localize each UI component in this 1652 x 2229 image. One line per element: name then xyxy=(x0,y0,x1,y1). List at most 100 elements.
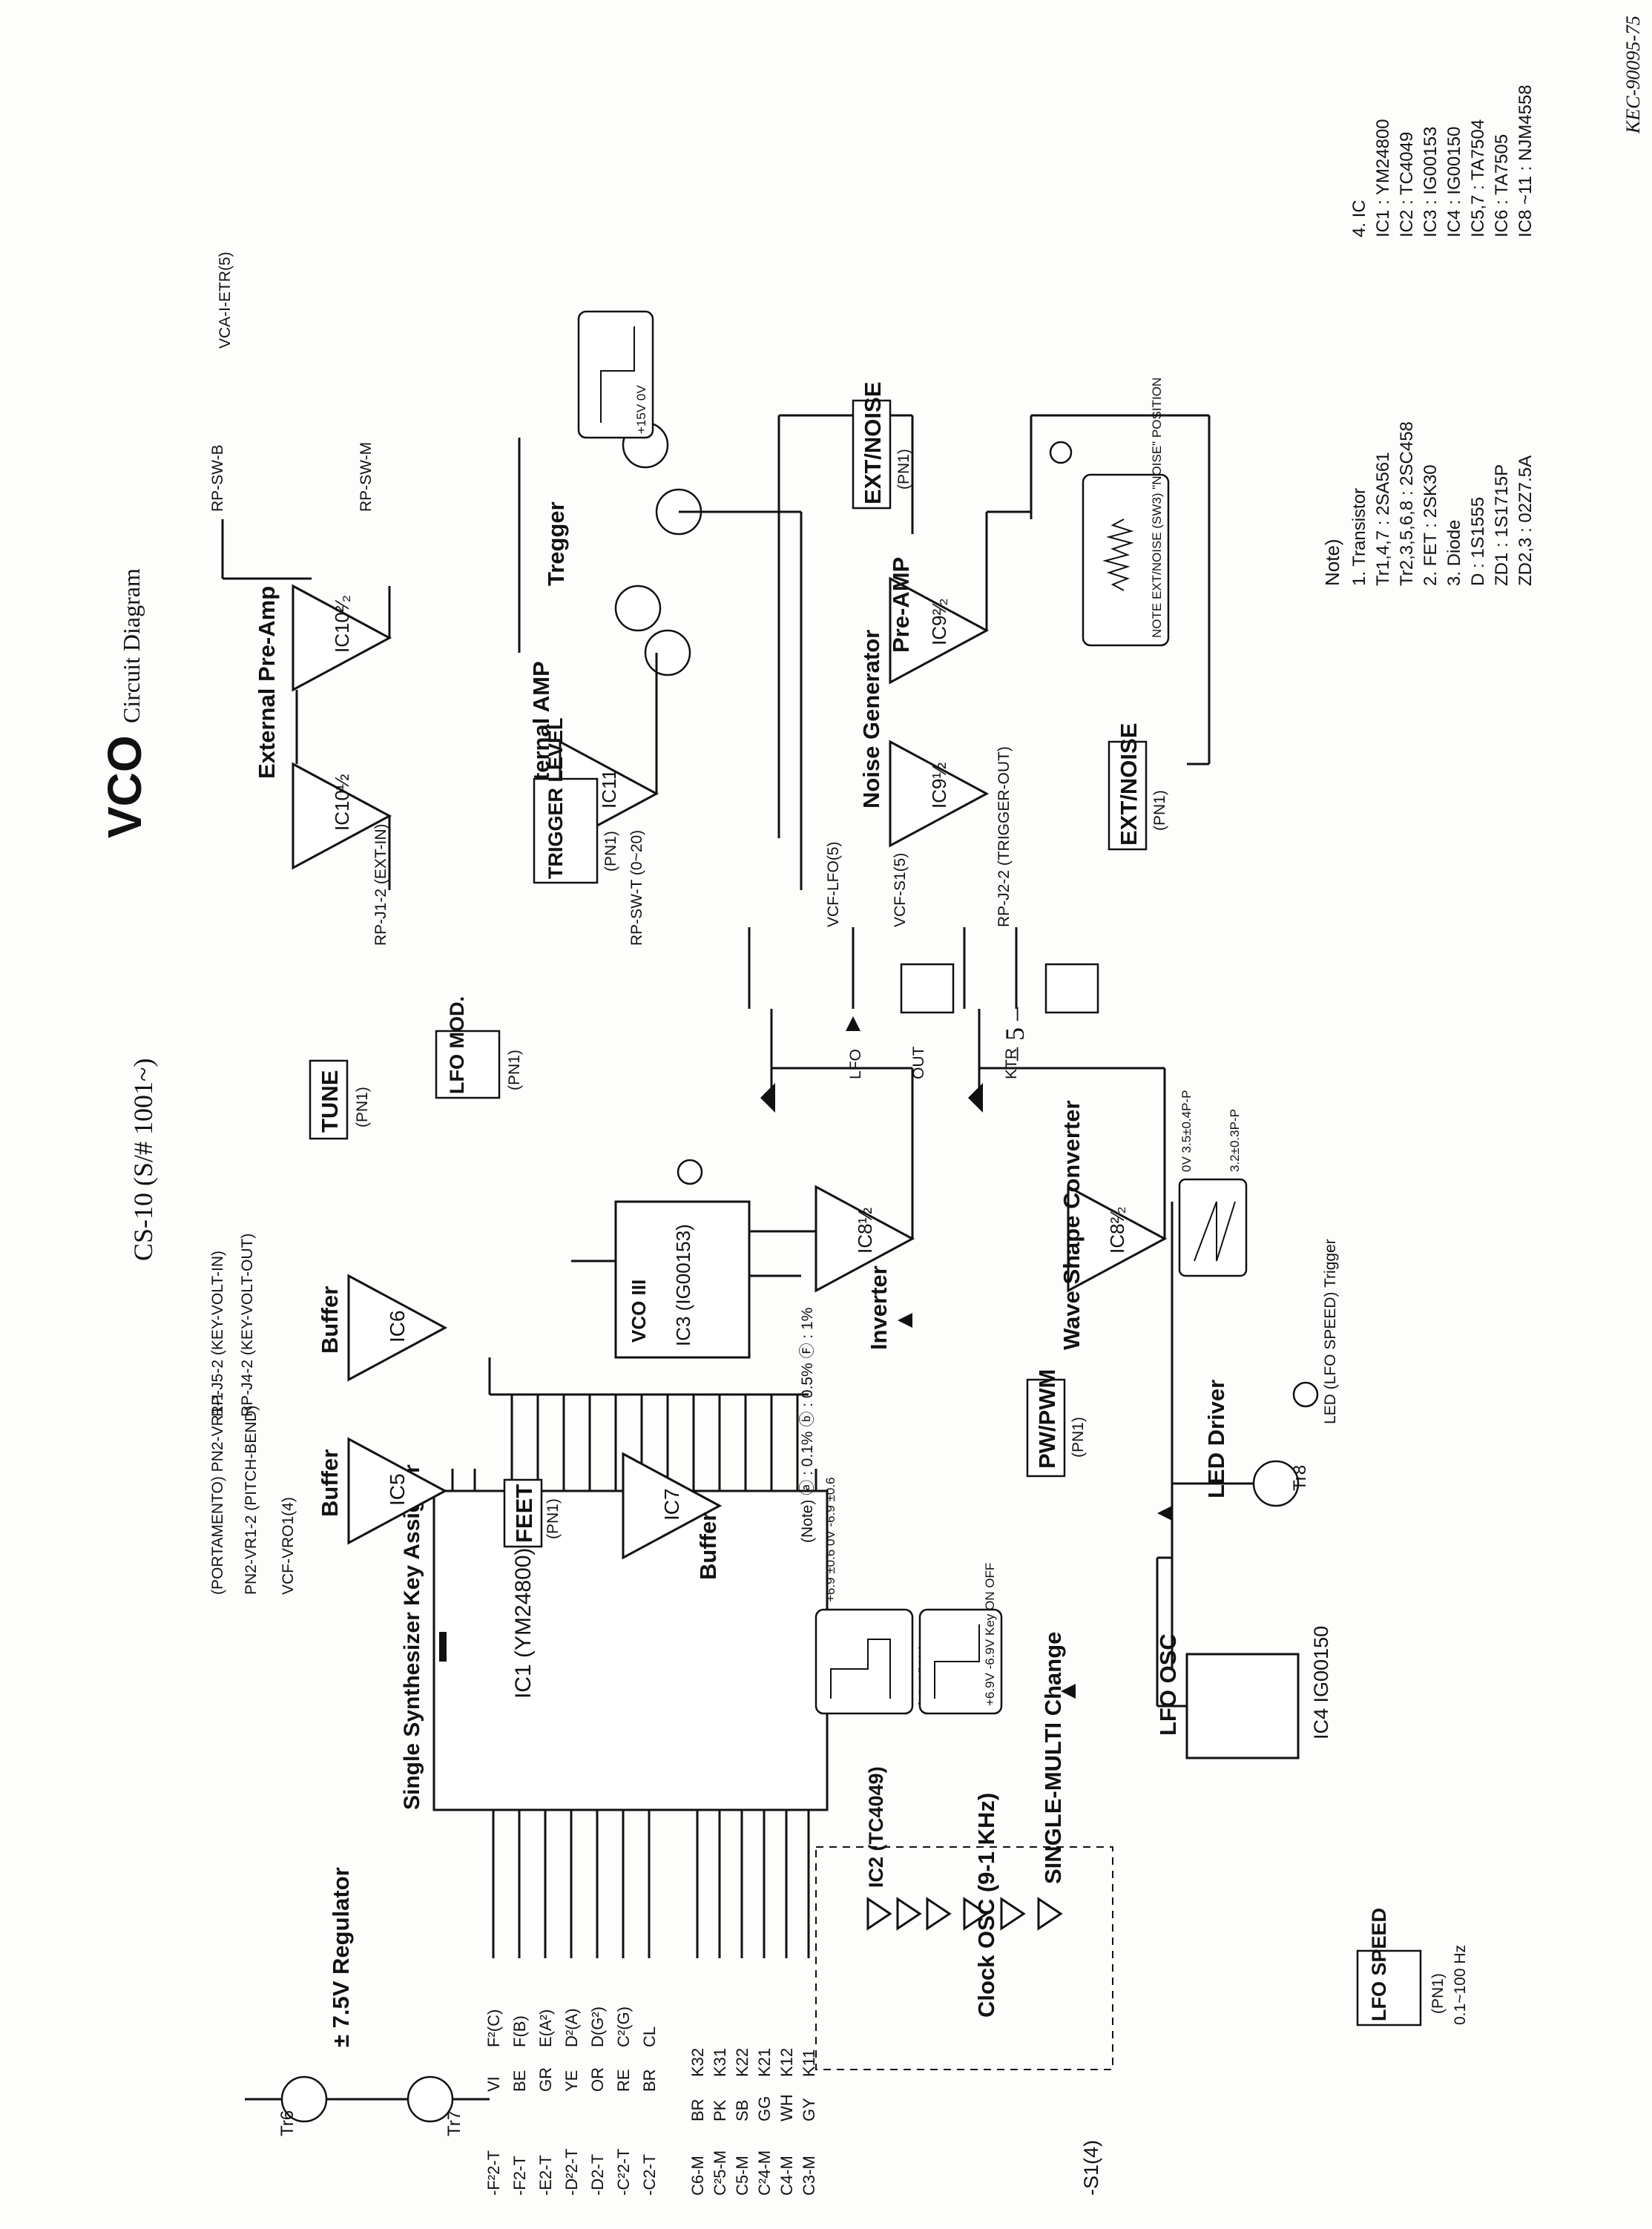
buffer-label-3: Buffer xyxy=(695,1512,721,1580)
tp4-waveform-label: 0V 3.5±0.4P-P xyxy=(1179,1090,1194,1172)
panel-ext-noise-top: EXT/NOISE (PN1) xyxy=(852,382,912,510)
connector-rp-sw-b: RP-SW-B xyxy=(209,444,226,512)
panel-lfo-speed: LFO SPEED (PN1) 0.1~100 Hz xyxy=(1356,1908,1469,2026)
connector-pitch-bend: PN2-VR1-2 (PITCH-BEND) xyxy=(243,1405,260,1595)
clock-osc-label: Clock OSC (9-1 KHz) xyxy=(973,1793,999,2018)
lfo-mod-panel-label: LFO MOD. xyxy=(446,996,468,1094)
led-driver-section: Tr8 LED Driver LED (LFO SPEED) Trigger xyxy=(1171,1239,1339,1507)
buffer-ic7: IC7 Buffer xyxy=(622,1452,723,1580)
panel-pw-pwm: PW/PWM (PN1) xyxy=(1026,1369,1087,1478)
regulator-section: ± 7.5V Regulator Tr6 Tr7 xyxy=(245,1867,490,2136)
key-connector-label: -D²2-T xyxy=(562,2148,581,2196)
ext-noise-panel-sub-2: (PN1) xyxy=(1151,790,1168,831)
page-title: VCO xyxy=(98,735,151,838)
key-pin-label: E(A²) xyxy=(536,2009,555,2047)
connector-key-volt-in: RP-J5-2 (KEY-VOLT-IN) xyxy=(209,1251,226,1417)
lfo-speed-range: 0.1~100 Hz xyxy=(1452,1945,1469,2025)
connector-key-volt-out: RP-J4-2 (KEY-VOLT-OUT) xyxy=(239,1234,256,1417)
connector-ext-in: RP-J1-2 (EXT-IN) xyxy=(372,823,389,946)
svg-text:IC10²⁄₂: IC10²⁄₂ xyxy=(331,595,353,653)
ext-noise-panel-label-2: EXT/NOISE xyxy=(1116,723,1142,846)
ic2-label: IC2 (TC4049) xyxy=(865,1766,887,1888)
connector-trigger-out: RP-J2-2 (TRIGGER-OUT) xyxy=(996,746,1013,927)
connector-out: OUT xyxy=(910,1047,927,1080)
ext-preamp-label: External Pre-Amp xyxy=(254,586,280,779)
connector-ktr: KTR xyxy=(1003,1048,1020,1079)
pw-pwm-panel-sub: (PN1) xyxy=(1070,1417,1087,1458)
doc-code: KEC-90095-75 xyxy=(1622,16,1644,134)
trigger-waveform-box: +15V 0V xyxy=(518,310,654,653)
panel-feet: FEET (PN1) xyxy=(503,1478,562,1548)
key-wire-color: PK xyxy=(711,2099,729,2121)
notes-line: Tr2,3,5,6,8 : 2SC458 xyxy=(1397,421,1417,586)
model-title: CS-10 (S/# 1001~) xyxy=(128,1058,158,1262)
single-multi-label: SINGLE-MULTI Change xyxy=(1040,1632,1066,1884)
feet-note: (Note) ⓐ : 0.1% ⓑ : 0.5% Ⓕ : 1% xyxy=(799,1308,816,1543)
key-pin-label: K32 xyxy=(688,2048,707,2077)
ic3-vco: VCO III IC3 (IG00153) xyxy=(571,1159,816,1359)
key-pin-label: K31 xyxy=(711,2048,729,2077)
notes-line: D : 1S1555 xyxy=(1468,497,1488,586)
key-wire-color: VI xyxy=(484,2076,503,2092)
tp4-waveform: 0V 3.5±0.4P-P 3.2±0.3P-P xyxy=(1178,1090,1248,1277)
lfo-speed-panel-label: LFO SPEED xyxy=(1368,1908,1390,2021)
notes-line: IC6 : TA7505 xyxy=(1492,134,1512,237)
svg-text:IC8²⁄₂: IC8²⁄₂ xyxy=(1106,1206,1128,1254)
key-assigner-label: Single Synthesizer Key Assigner xyxy=(400,1464,424,1810)
connector-vcf-vro: VCF-VRO1(4) xyxy=(280,1497,297,1595)
noise-generator-section: IC9½ Noise Generator IC9²⁄₂ Pre-AMP xyxy=(777,414,1031,848)
lfo-speed-panel-sub: (PN1) xyxy=(1429,1973,1447,2014)
ic2-clock-osc: Clock OSC (9-1 KHz) IC2 (TC4049) SINGLE-… xyxy=(815,1632,1113,2070)
notes-line: IC3 : IG00153 xyxy=(1421,127,1441,237)
svg-text:Tr7: Tr7 xyxy=(444,2110,464,2136)
lfo-osc-label: LFO OSC xyxy=(1155,1633,1181,1736)
regulator-label: ± 7.5V Regulator xyxy=(328,1867,354,2047)
key-pin-label: K11 xyxy=(800,2049,818,2077)
key-wire-color: SB xyxy=(733,2100,751,2121)
key-connector-label: C3-M xyxy=(800,2156,818,2196)
vco-output-lines xyxy=(748,927,1166,1239)
connector-portamento: (PORTAMENTO) PN2-VR1-1 xyxy=(209,1392,226,1595)
ic3-label: IC3 (IG00153) xyxy=(672,1224,694,1346)
ext-noise-panel-sub-1: (PN1) xyxy=(895,449,912,490)
key-pin-label: F(B) xyxy=(510,2015,529,2047)
key-wire-color: BR xyxy=(640,2069,659,2092)
key-connectors-left: -F²2-TVIF²(C)-F2-TBEF(B)-E2-TGRE(A²)-D²2… xyxy=(484,2006,659,2196)
svg-text:IC9½: IC9½ xyxy=(928,763,950,809)
key-wire-color: BR xyxy=(688,2098,707,2121)
key-connector-label: -C2-T xyxy=(640,2154,659,2196)
feet-panel-label: FEET xyxy=(511,1484,537,1543)
trigger-level-panel-label: TRIGGER LEVEL xyxy=(544,717,567,879)
svg-text:IC11: IC11 xyxy=(598,769,620,809)
connector-s1: -S1(4) xyxy=(1080,2140,1102,2196)
notes-heading: Note) xyxy=(1321,539,1343,586)
notes-line: IC8 ~11 : NJM4558 xyxy=(1516,85,1536,237)
svg-text:IC9²⁄₂: IC9²⁄₂ xyxy=(928,598,950,645)
notes-line: 2. FET : 2SK30 xyxy=(1421,464,1441,586)
tp9-waveform-label: +6.9 ±0.6 0V -6.9 ±0.6 xyxy=(823,1478,837,1602)
svg-text:IC7: IC7 xyxy=(660,1488,683,1521)
ext-preamp-section: IC10½ IC10²⁄₂ External Pre-Amp xyxy=(221,519,392,890)
svg-text:IC6: IC6 xyxy=(386,1310,409,1343)
buffer-label-2: Buffer xyxy=(317,1286,343,1354)
key-on-waveform-label: +6.9V -6.9V Key ON OFF xyxy=(983,1563,997,1706)
notes-line: 3. Diode xyxy=(1444,520,1464,586)
key-pin-label: C²(G) xyxy=(614,2006,633,2047)
notes-line: IC2 : TC4049 xyxy=(1397,132,1417,237)
key-pin-label: K21 xyxy=(755,2048,774,2077)
key-pin-label: K12 xyxy=(777,2048,796,2077)
notes-line: 1. Transistor xyxy=(1349,488,1369,586)
connector-lfo: LFO xyxy=(847,1049,864,1079)
connector-rp-sw-m: RP-SW-M xyxy=(358,442,375,512)
keys-input-bus xyxy=(492,1810,810,1958)
preamp-label: Pre-AMP xyxy=(888,557,914,653)
notes-line: 4. IC xyxy=(1349,200,1369,237)
buffer-ic5: IC5 Buffer xyxy=(317,1437,448,1545)
key-pin-label: D(G²) xyxy=(588,2006,607,2047)
key-connector-label: C4-M xyxy=(777,2156,796,2196)
key-connector-label: -F2-T xyxy=(510,2156,529,2196)
connector-rp-sw-t: RP-SW-T (0~20) xyxy=(628,830,645,946)
notes-line: IC1 : YM24800 xyxy=(1373,119,1393,237)
